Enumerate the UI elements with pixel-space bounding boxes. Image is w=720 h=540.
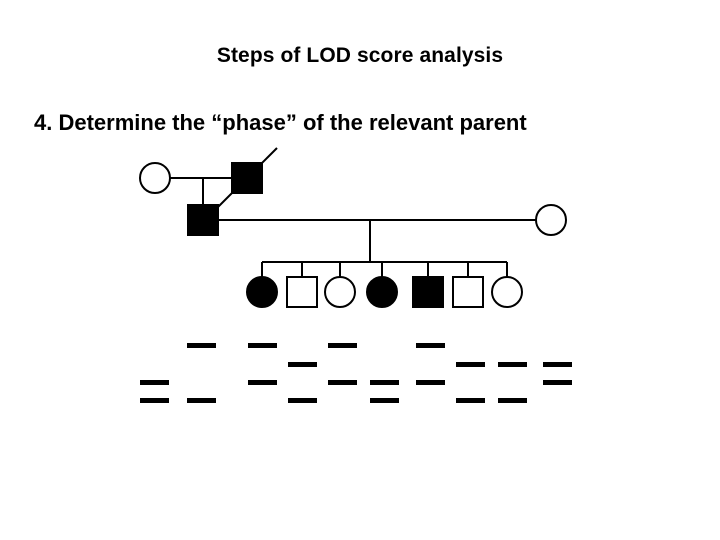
hap-bar-8 — [288, 398, 317, 403]
hap-bar-13 — [416, 343, 445, 348]
hap-bar-16 — [456, 398, 485, 403]
haplotype-bars-group — [140, 343, 572, 403]
hap-bar-17 — [498, 362, 527, 367]
hap-bar-3 — [187, 343, 216, 348]
pedigree-symbols-group — [139, 147, 567, 308]
hap-bar-1 — [140, 380, 169, 385]
hap-bar-11 — [370, 380, 399, 385]
child-2-square-unaffected[interactable] — [286, 276, 318, 308]
hap-bar-6 — [248, 380, 277, 385]
grandmother-circle[interactable] — [139, 162, 171, 194]
hap-bar-2 — [140, 398, 169, 403]
hap-bar-20 — [543, 380, 572, 385]
hap-bar-7 — [288, 362, 317, 367]
hap-bar-5 — [248, 343, 277, 348]
hap-bar-19 — [543, 362, 572, 367]
child-6-square-unaffected[interactable] — [452, 276, 484, 308]
child-1-circle-affected[interactable] — [246, 276, 278, 308]
pedigree-connector-lines — [170, 177, 536, 277]
grandfather-square-deceased-slash — [216, 147, 278, 209]
child-7-circle-unaffected[interactable] — [491, 276, 523, 308]
hap-bar-10 — [328, 380, 357, 385]
step-instruction-text: 4. Determine the “phase” of the relevant… — [34, 110, 527, 135]
hap-bar-12 — [370, 398, 399, 403]
mother-circle-unaffected[interactable] — [535, 204, 567, 236]
child-5-square-affected[interactable] — [412, 276, 444, 308]
hap-bar-14 — [416, 380, 445, 385]
page-title: Steps of LOD score analysis — [216, 44, 504, 67]
hap-bar-15 — [456, 362, 485, 367]
hap-bar-18 — [498, 398, 527, 403]
hap-bar-4 — [187, 398, 216, 403]
child-4-circle-affected[interactable] — [366, 276, 398, 308]
child-3-circle-unaffected[interactable] — [324, 276, 356, 308]
father-square-affected[interactable] — [187, 204, 219, 236]
hap-bar-9 — [328, 343, 357, 348]
